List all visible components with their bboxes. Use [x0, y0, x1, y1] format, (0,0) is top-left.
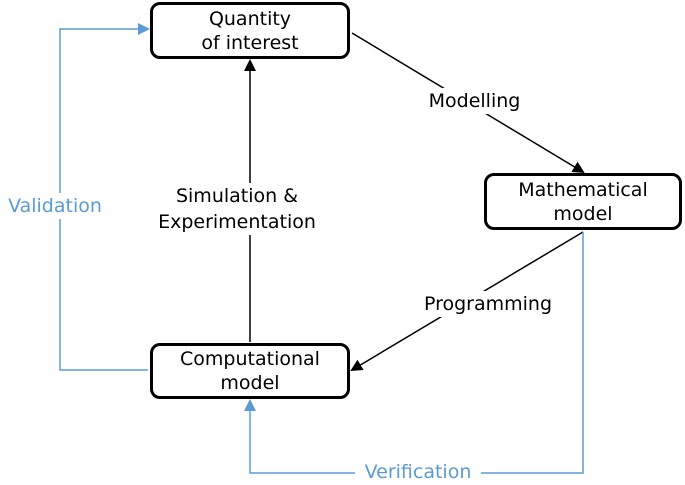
mathematical-model-node: Mathematical model: [484, 173, 682, 230]
mathematical-model-label: Mathematical model: [518, 178, 648, 225]
modelling-label: Modelling: [417, 88, 532, 114]
quantity-of-interest-node: Quantity of interest: [150, 2, 350, 59]
computational-model-node: Computational model: [150, 343, 350, 399]
verification-label: Verification: [355, 459, 481, 485]
programming-label: Programming: [413, 291, 563, 317]
validation-label: Validation: [0, 193, 110, 219]
simulation-experimentation-label: Simulation & Experimentation: [146, 183, 328, 235]
quantity-of-interest-label: Quantity of interest: [201, 7, 299, 54]
computational-model-label: Computational model: [180, 348, 320, 394]
